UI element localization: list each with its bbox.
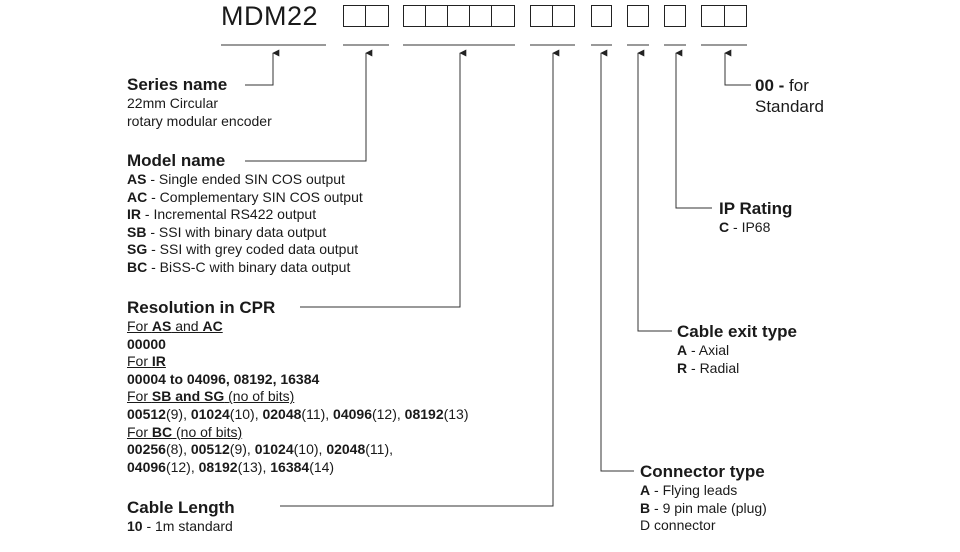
cable-length-code-boxes	[530, 5, 575, 27]
resolution-code-boxes	[403, 5, 515, 27]
cable-length-desc: 10 - 1m standard	[127, 518, 233, 534]
exit-list: A - Axial R - Radial	[677, 342, 739, 377]
cable-exit-code-box	[627, 5, 649, 27]
as-ac-value: 00000	[127, 335, 166, 352]
bc-values-line-1: 00256(8), 00512(9), 01024(10), 02048(11)…	[127, 441, 393, 458]
standard-code-boxes	[701, 5, 747, 27]
model-title: Model name	[127, 151, 226, 170]
for-as-ac-label: For AS and AC	[127, 318, 223, 334]
connector-list: A - Flying leads B - 9 pin male (plug) D…	[640, 482, 767, 535]
connector-line-3: D connector	[640, 517, 716, 534]
exit-item: R - Radial	[677, 359, 740, 376]
connector-item: A - Flying leads	[640, 482, 738, 498]
model-item: IR - Incremental RS422 output	[127, 206, 317, 223]
ip-code-box	[664, 5, 686, 27]
connector-item: B - 9 pin male (plug)	[640, 499, 767, 516]
for-bc-label: For BC (no of bits)	[127, 423, 243, 440]
ip-leader	[675, 49, 712, 209]
resolution-details: For AS and AC 00000 For IR 00004 to 0409…	[127, 318, 469, 476]
for-ir-label: For IR	[127, 353, 166, 370]
model-code-boxes	[343, 5, 389, 27]
cable-length-title: Cable Length	[127, 498, 235, 517]
series-leader	[245, 49, 280, 86]
resolution-title: Resolution in CPR	[127, 298, 276, 317]
standard-leader	[724, 49, 751, 86]
series-line-1: 22mm Circular	[127, 95, 219, 111]
ip-title: IP Rating	[719, 199, 793, 218]
exit-leader	[637, 49, 672, 332]
series-desc: 22mm Circular rotary modular encoder	[127, 95, 272, 130]
standard-desc: 00 - for Standard	[755, 76, 824, 116]
sb-sg-values: 00512(9), 01024(10), 02048(11), 04096(12…	[127, 405, 469, 422]
ip-desc: C - IP68	[719, 219, 771, 235]
model-item: AC - Complementary SIN COS output	[127, 188, 363, 205]
model-leader	[245, 49, 373, 162]
model-item: SB - SSI with binary data output	[127, 223, 327, 240]
part-code-prefix: MDM22	[221, 1, 319, 31]
ir-value: 00004 to 04096, 08192, 16384	[127, 370, 320, 387]
model-list: AS - Single ended SIN COS output AC - Co…	[127, 171, 363, 277]
model-item: SG - SSI with grey coded data output	[127, 241, 359, 258]
cable-length-leader	[280, 49, 560, 507]
standard-line-2: Standard	[755, 97, 824, 116]
for-sb-sg-label: For SB and SG (no of bits)	[127, 388, 295, 405]
model-item: BC - BiSS-C with binary data output	[127, 258, 351, 275]
series-line-2: rotary modular encoder	[127, 112, 272, 129]
exit-item: A - Axial	[677, 342, 730, 358]
resolution-leader	[300, 49, 467, 308]
exit-title: Cable exit type	[677, 322, 797, 341]
series-title: Series name	[127, 75, 228, 94]
bc-values-line-2: 04096(12), 08192(13), 16384(14)	[127, 458, 335, 475]
connector-code-box	[591, 5, 612, 27]
connector-title: Connector type	[640, 462, 765, 481]
connector-leader	[600, 49, 634, 472]
model-item: AS - Single ended SIN COS output	[127, 171, 345, 187]
